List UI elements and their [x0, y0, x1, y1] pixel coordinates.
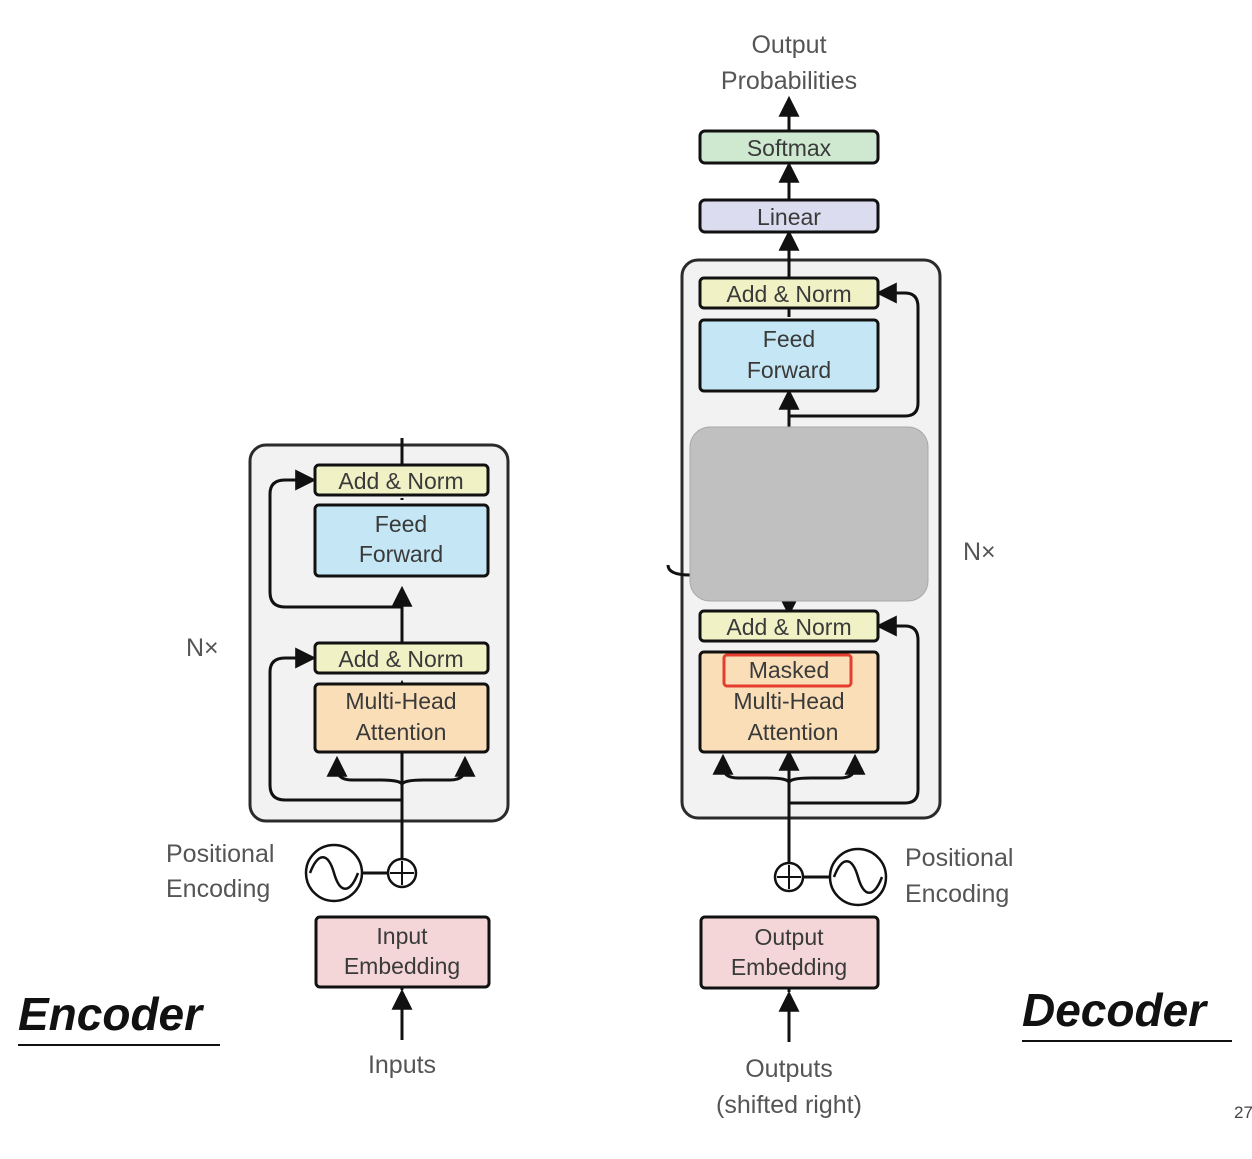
decoder-linear-label: Linear [757, 204, 821, 230]
encoder-layer-panel [248, 443, 510, 823]
encoder-embedding-block [314, 915, 491, 989]
decoder-redacted-block [689, 426, 929, 602]
decoder-positional-encoding-line1: Positional [905, 844, 1013, 872]
encoder-attention-line2: Attention [356, 719, 447, 745]
decoder-embedding-line2: Embedding [731, 954, 847, 980]
decoder-embedding-block [699, 915, 880, 990]
encoder-inputs-label: Inputs [368, 1051, 436, 1079]
decoder-softmax-label: Softmax [747, 135, 832, 161]
decoder: Softmax Linear Add & Norm Feed Forward A… [666, 31, 1013, 1119]
decoder-add-norm-bottom-label: Add & Norm [726, 614, 851, 640]
encoder-sine-wave-icon [304, 843, 364, 903]
masked-highlight-box [722, 653, 853, 688]
decoder-masked-attention-block [698, 650, 880, 754]
encoder-positional-encoding-line2: Encoding [166, 875, 270, 903]
encoder: Add & Norm Feed Forward Add & Norm Multi… [166, 438, 510, 1079]
decoder-feed-forward-line1: Feed [763, 326, 815, 352]
decoder-positional-encoding-line2: Encoding [905, 880, 1009, 908]
decoder-masked-label: Masked [749, 657, 830, 683]
decoder-attention-line1: Multi-Head [733, 688, 844, 714]
decoder-outputs-line2: (shifted right) [716, 1091, 862, 1119]
encoder-attention-line1: Multi-Head [345, 688, 456, 714]
decoder-add-norm-top-label: Add & Norm [726, 281, 851, 307]
decoder-add-norm-top-block [698, 276, 880, 310]
decoder-softmax-block [698, 129, 880, 165]
decoder-output-probabilities-line1: Output [751, 31, 826, 59]
encoder-attention-block [313, 682, 490, 754]
encoder-add-circle [386, 857, 418, 889]
encoder-add-norm-top-block [313, 463, 490, 497]
page-number: 27 [1234, 1103, 1252, 1122]
encoder-feed-forward-line2: Forward [359, 541, 443, 567]
decoder-outputs-line1: Outputs [745, 1055, 833, 1083]
decoder-feed-forward-block [698, 318, 880, 393]
encoder-add-norm-bottom-block [313, 641, 490, 675]
encoder-feed-forward-line1: Feed [375, 511, 427, 537]
decoder-add-circle [773, 861, 805, 893]
encoder-title: Encoder [18, 988, 204, 1040]
decoder-attention-line2: Attention [748, 719, 839, 745]
encoder-add-norm-bottom-label: Add & Norm [338, 646, 463, 672]
decoder-output-probabilities-line2: Probabilities [721, 67, 857, 95]
encoder-embedding-line2: Embedding [344, 953, 460, 979]
section-titles: Encoder Decoder [18, 984, 1232, 1046]
decoder-embedding-line1: Output [754, 924, 824, 950]
encoder-feed-forward-block [313, 503, 490, 578]
decoder-add-norm-bottom-block [698, 609, 880, 643]
encoder-positional-encoding-line1: Positional [166, 840, 274, 868]
decoder-repeat-label: N× [963, 538, 996, 566]
decoder-sine-wave-icon [828, 847, 888, 907]
decoder-feed-forward-line2: Forward [747, 357, 831, 383]
encoder-add-norm-top-label: Add & Norm [338, 468, 463, 494]
encoder-repeat-label: N× [186, 634, 219, 662]
encoder-embedding-line1: Input [376, 923, 428, 949]
decoder-title: Decoder [1022, 984, 1208, 1036]
decoder-linear-block [698, 198, 880, 234]
